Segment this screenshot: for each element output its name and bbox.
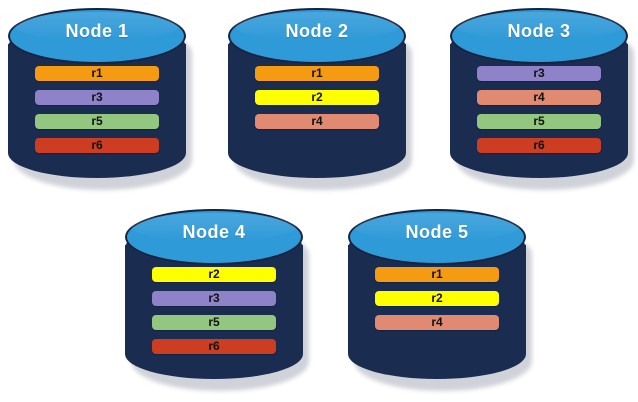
replica-bar-r6: r6 bbox=[35, 138, 159, 153]
replica-stack: r2 r3 r5 r6 bbox=[125, 267, 303, 354]
replica-bar-r6: r6 bbox=[152, 339, 276, 354]
database-node-2: Node 2 r1 r2 r4 bbox=[228, 8, 412, 194]
database-node-4: Node 4 r2 r3 r5 r6 bbox=[125, 209, 309, 395]
replica-bar-r3: r3 bbox=[152, 291, 276, 306]
replica-bar-r6: r6 bbox=[477, 138, 601, 153]
replica-bar-r5: r5 bbox=[152, 315, 276, 330]
replica-stack: r1 r2 r4 bbox=[348, 267, 526, 330]
replica-stack: r1 r3 r5 r6 bbox=[8, 66, 186, 153]
replica-bar-r4: r4 bbox=[477, 90, 601, 105]
cylinder-top-ellipse bbox=[228, 8, 406, 64]
replica-stack: r3 r4 r5 r6 bbox=[450, 66, 628, 153]
node-label: Node 2 bbox=[285, 21, 349, 41]
replica-bar-r2: r2 bbox=[152, 267, 276, 282]
cylinder-top-ellipse bbox=[125, 209, 303, 265]
node-label: Node 1 bbox=[65, 21, 129, 41]
replica-bar-r1: r1 bbox=[375, 267, 499, 282]
node-label: Node 3 bbox=[507, 21, 571, 41]
replica-bar-r2: r2 bbox=[375, 291, 499, 306]
replica-bar-r3: r3 bbox=[477, 66, 601, 81]
node-label: Node 5 bbox=[405, 222, 469, 242]
cylinder-top-ellipse bbox=[348, 209, 526, 265]
replica-bar-r5: r5 bbox=[35, 114, 159, 129]
replica-bar-r2: r2 bbox=[255, 90, 379, 105]
database-node-1: Node 1 r1 r3 r5 r6 bbox=[8, 8, 192, 194]
replica-bar-r1: r1 bbox=[255, 66, 379, 81]
replica-bar-r1: r1 bbox=[35, 66, 159, 81]
database-node-3: Node 3 r3 r4 r5 r6 bbox=[450, 8, 634, 194]
replica-stack: r1 r2 r4 bbox=[228, 66, 406, 129]
replica-bar-r4: r4 bbox=[375, 315, 499, 330]
database-node-5: Node 5 r1 r2 r4 bbox=[348, 209, 532, 395]
cylinder-top-ellipse bbox=[450, 8, 628, 64]
node-label: Node 4 bbox=[182, 222, 246, 242]
replica-bar-r5: r5 bbox=[477, 114, 601, 129]
replica-bar-r3: r3 bbox=[35, 90, 159, 105]
replica-bar-r4: r4 bbox=[255, 114, 379, 129]
cylinder-top-ellipse bbox=[8, 8, 186, 64]
